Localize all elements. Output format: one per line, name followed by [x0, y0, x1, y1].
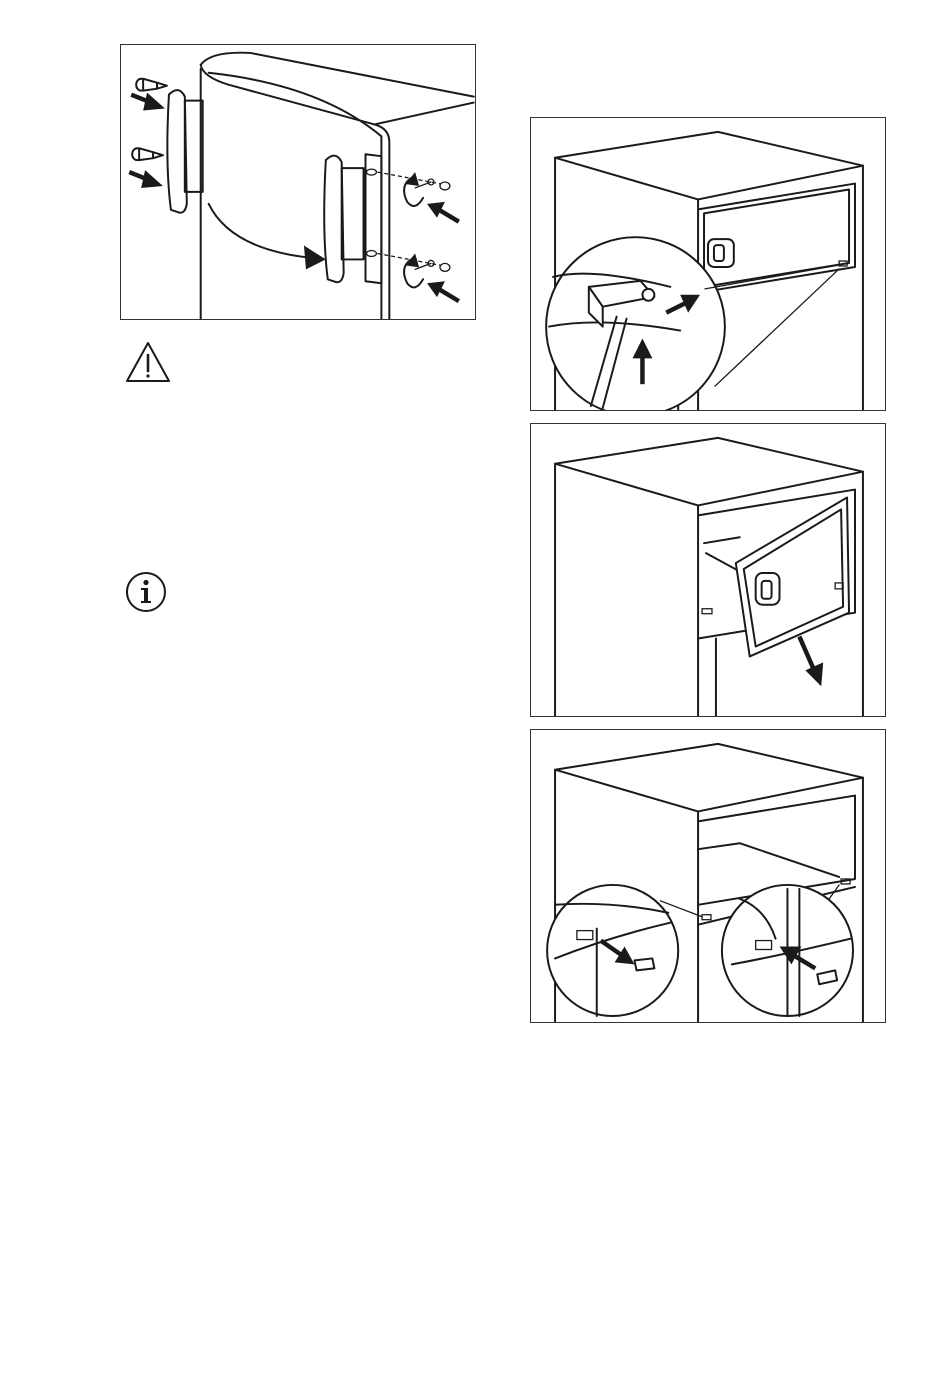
hinge-cover-swap-illustration [531, 730, 885, 1022]
figure-freezer-door-removal [530, 423, 886, 717]
freezer-door-removal-illustration [531, 424, 885, 716]
figure-hinge-cover-swap [530, 729, 886, 1023]
information-notice [124, 570, 168, 614]
info-circle-icon [124, 570, 168, 614]
freezer-hinge-release-illustration [531, 118, 885, 410]
figure-handle-reversal [120, 44, 476, 320]
warning-notice [124, 340, 172, 384]
door-handle-reversal-illustration [121, 45, 475, 319]
figure-freezer-hinge-release [530, 117, 886, 411]
warning-triangle-icon [124, 340, 172, 384]
